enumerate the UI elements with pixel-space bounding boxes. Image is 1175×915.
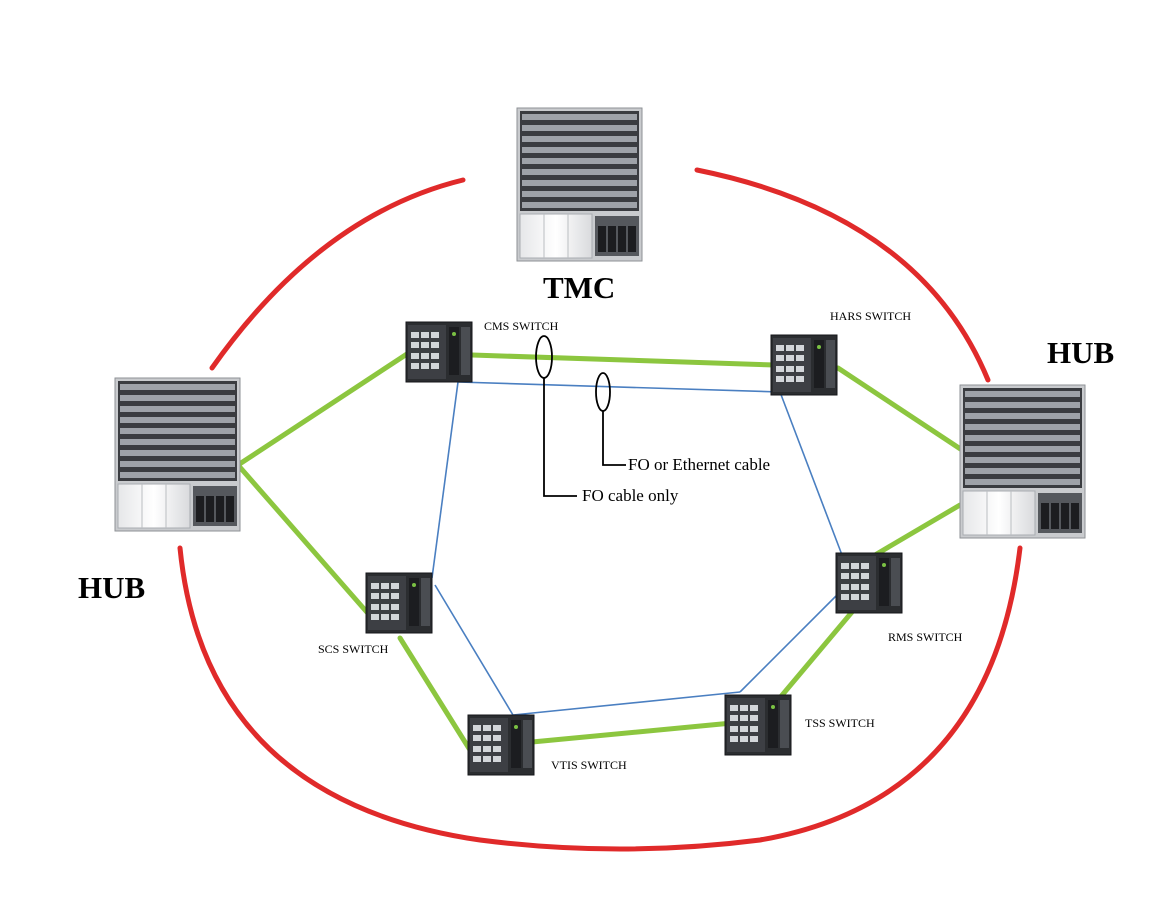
link-vtis-tss-blue [512,691,741,716]
link-hars-hub-right [835,365,968,455]
hars-switch-device [770,334,838,396]
fo-or-ethernet-callout-text: FO or Ethernet cable [628,455,771,474]
rms-switch-label: RMS SWITCH [888,630,963,644]
ethernet-links [431,381,843,716]
tss-switch-device [724,694,792,756]
link-tss-rms-blue [739,591,841,693]
cms-switch-label: CMS SWITCH [484,319,559,333]
fo-only-callout-text: FO cable only [582,486,679,505]
ring-arc-top-left [209,177,466,371]
hub-left-label: HUB [78,570,146,605]
hub-right-chassis [959,384,1086,539]
tmc-label: TMC [543,270,616,305]
ring-outline [177,167,1023,852]
link-rms-tss [775,609,855,703]
link-scs-vtis-blue [434,584,514,716]
scs-switch-label: SCS SWITCH [318,642,389,656]
scs-switch-device [365,572,433,634]
link-cms-scs-blue [431,381,459,579]
link-hub-left-cms [235,349,413,468]
hub-left-chassis [114,377,241,532]
link-cms-hars-blue [457,381,781,393]
link-tss-vtis [529,720,735,745]
link-hub-left-scs [235,462,375,621]
cms-switch-device [405,321,473,383]
hars-switch-label: HARS SWITCH [830,309,912,323]
link-hars-rms-blue [779,391,843,556]
vtis-switch-label: VTIS SWITCH [551,758,627,772]
rms-switch-device [835,552,903,614]
link-scs-vtis [397,635,473,753]
tss-switch-label: TSS SWITCH [805,716,875,730]
ring-arc-bottom [177,545,1023,852]
cable-callouts [535,335,626,497]
vtis-switch-device [467,714,535,776]
hub-right-label: HUB [1047,335,1115,370]
link-hub-right-rms [872,502,963,558]
link-cms-hars [469,352,778,368]
fo-ethernet-callout-ellipse [595,372,611,412]
ring-arc-top-right [694,167,991,383]
tmc-chassis [516,107,643,262]
fiber-links [235,349,968,753]
fo-only-leader [543,378,577,497]
fo-ethernet-leader [602,411,626,466]
